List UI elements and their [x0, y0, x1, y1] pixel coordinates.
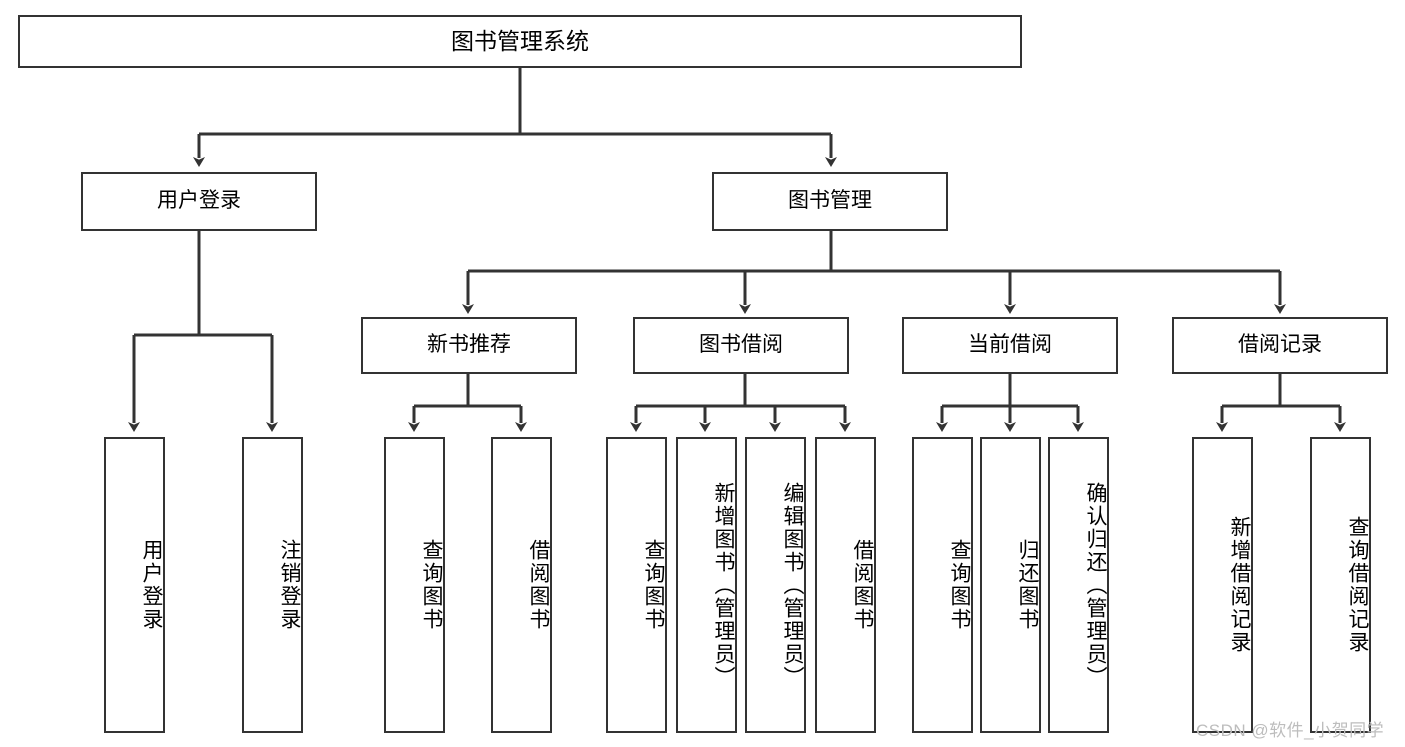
- leaf-user-login-login[interactable]: 用户登录: [104, 437, 165, 733]
- node-label: 借阅图书: [527, 539, 550, 631]
- leaf-user-login-logout[interactable]: 注销登录: [242, 437, 303, 733]
- leaf-borrow-borrow-book[interactable]: 借阅图书: [815, 437, 876, 733]
- node-book-borrow[interactable]: 图书借阅: [633, 317, 849, 374]
- leaf-borrow-add-book-admin[interactable]: 新增图书（管理员）: [676, 437, 737, 733]
- node-label: 图书借阅: [699, 333, 783, 357]
- node-label: 新增借阅记录: [1228, 516, 1251, 654]
- node-label: 编辑图书（管理员）: [781, 481, 804, 689]
- leaf-borrow-edit-book-admin[interactable]: 编辑图书（管理员）: [745, 437, 806, 733]
- node-borrow-record[interactable]: 借阅记录: [1172, 317, 1388, 374]
- leaf-record-add-record[interactable]: 新增借阅记录: [1192, 437, 1253, 733]
- node-label: 图书管理系统: [451, 27, 589, 54]
- node-label: 新增图书（管理员）: [712, 481, 735, 689]
- node-label: 用户登录: [140, 539, 163, 631]
- leaf-current-confirm-return-admin[interactable]: 确认归还（管理员）: [1048, 437, 1109, 733]
- leaf-new-book-query[interactable]: 查询图书: [384, 437, 445, 733]
- node-label: 注销登录: [278, 539, 301, 631]
- node-book-management[interactable]: 图书管理: [712, 172, 948, 231]
- csdn-watermark: CSDN @软件_小贺同学: [1196, 716, 1384, 741]
- node-label: 新书推荐: [427, 333, 511, 357]
- leaf-current-return-book[interactable]: 归还图书: [980, 437, 1041, 733]
- node-new-book-recommend[interactable]: 新书推荐: [361, 317, 577, 374]
- node-label: 图书管理: [788, 189, 872, 213]
- leaf-current-query-book[interactable]: 查询图书: [912, 437, 973, 733]
- node-user-login[interactable]: 用户登录: [81, 172, 317, 231]
- node-label: 借阅记录: [1238, 333, 1322, 357]
- node-label: 当前借阅: [968, 333, 1052, 357]
- leaf-new-book-borrow[interactable]: 借阅图书: [491, 437, 552, 733]
- node-label: 查询图书: [420, 539, 443, 631]
- node-label: 用户登录: [157, 189, 241, 213]
- node-label: 查询图书: [642, 539, 665, 631]
- node-label: 查询借阅记录: [1346, 516, 1369, 654]
- node-current-borrow[interactable]: 当前借阅: [902, 317, 1118, 374]
- node-label: 确认归还（管理员）: [1084, 481, 1107, 689]
- watermark-text: CSDN @软件_小贺同学: [1196, 721, 1385, 740]
- leaf-record-query-record[interactable]: 查询借阅记录: [1310, 437, 1371, 733]
- node-label: 查询图书: [948, 539, 971, 631]
- node-label: 借阅图书: [851, 539, 874, 631]
- node-root-system[interactable]: 图书管理系统: [18, 15, 1022, 68]
- node-label: 归还图书: [1016, 539, 1039, 631]
- leaf-borrow-query-book[interactable]: 查询图书: [606, 437, 667, 733]
